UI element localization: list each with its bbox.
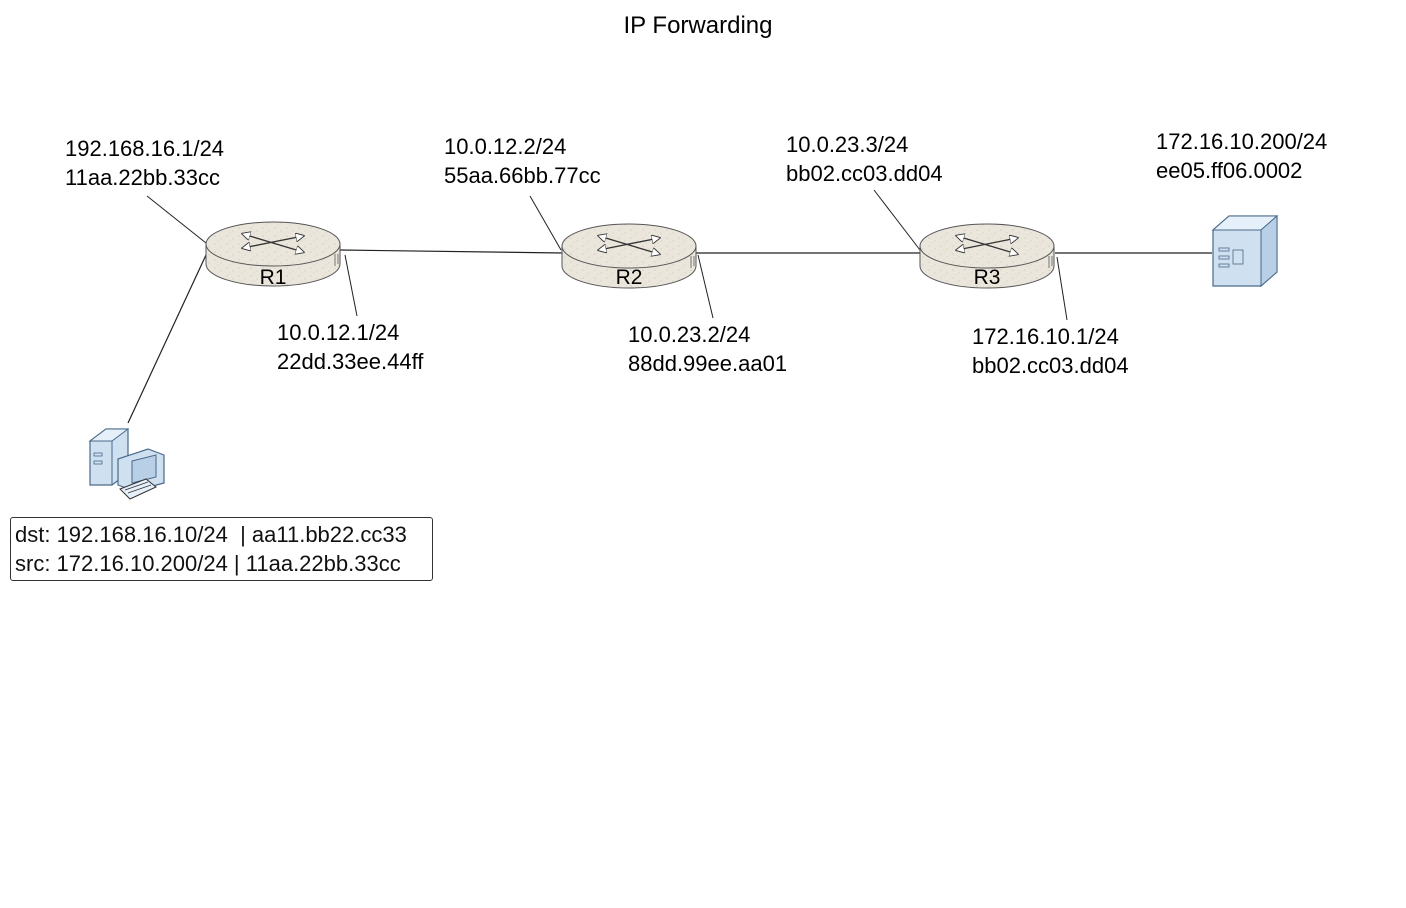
router-label-r2: R2	[616, 266, 643, 289]
ip-address: 172.16.10.1/24	[972, 324, 1119, 349]
mac-address: ee05.ff06.0002	[1156, 158, 1302, 183]
router-r2: R2	[561, 223, 697, 289]
links	[127, 249, 1212, 424]
frame-dst-line: dst: 192.168.16.10/24 | aa11.bb22.cc33	[15, 522, 407, 547]
router-icon	[919, 223, 1055, 289]
router-label-r1: R1	[260, 266, 287, 289]
interface-label-r2-right: 10.0.23.2/24 88dd.99ee.aa01	[628, 322, 787, 376]
router-label-r3: R3	[974, 266, 1001, 289]
mac-address: bb02.cc03.dd04	[786, 161, 943, 186]
mac-address: 88dd.99ee.aa01	[628, 351, 787, 376]
mac-address: 11aa.22bb.33cc	[65, 165, 220, 190]
mac-address: bb02.cc03.dd04	[972, 353, 1129, 378]
desktop-computer-icon	[88, 428, 165, 500]
leader-lines	[146, 189, 1068, 321]
ip-address: 10.0.23.3/24	[786, 132, 908, 157]
frame-src-line: src: 172.16.10.200/24 | 11aa.22bb.33cc	[15, 551, 401, 576]
ip-address: 172.16.10.200/24	[1156, 129, 1327, 154]
router-r1: R1	[205, 221, 341, 289]
router-icon	[205, 221, 341, 287]
router-icon	[561, 223, 697, 289]
link-r1-workstation	[127, 254, 207, 424]
leader-r3-right	[1056, 256, 1068, 321]
router-r3: R3	[919, 223, 1055, 289]
server	[1211, 214, 1279, 288]
mac-address: 22dd.33ee.44ff	[277, 349, 424, 374]
interface-label-r1-wan: 10.0.12.1/24 22dd.33ee.44ff	[277, 320, 424, 374]
leader-r3-left	[873, 189, 921, 251]
leader-r1-wan	[344, 254, 358, 317]
interface-label-r1-lan: 192.168.16.1/24 11aa.22bb.33cc	[65, 136, 224, 190]
ip-address: 10.0.12.1/24	[277, 320, 399, 345]
interface-label-r3-right: 172.16.10.1/24 bb02.cc03.dd04	[972, 324, 1129, 378]
frame-header-box: dst: 192.168.16.10/24 | aa11.bb22.cc33 s…	[10, 517, 433, 581]
server-icon	[1211, 214, 1279, 288]
leader-r2-left	[529, 195, 562, 251]
interface-label-r2-left: 10.0.12.2/24 55aa.66bb.77cc	[444, 134, 601, 188]
interface-label-r3-left: 10.0.23.3/24 bb02.cc03.dd04	[786, 132, 943, 186]
mac-address: 55aa.66bb.77cc	[444, 163, 601, 188]
diagram-title: IP Forwarding	[624, 12, 773, 39]
ip-address: 192.168.16.1/24	[65, 136, 224, 161]
leader-r2-right	[697, 254, 714, 319]
ip-address: 10.0.23.2/24	[628, 322, 750, 347]
workstation	[88, 428, 165, 500]
leader-r1-lan	[146, 195, 207, 244]
interface-label-server: 172.16.10.200/24 ee05.ff06.0002	[1156, 129, 1327, 183]
ip-address: 10.0.12.2/24	[444, 134, 566, 159]
link-r1-r2	[339, 249, 564, 254]
